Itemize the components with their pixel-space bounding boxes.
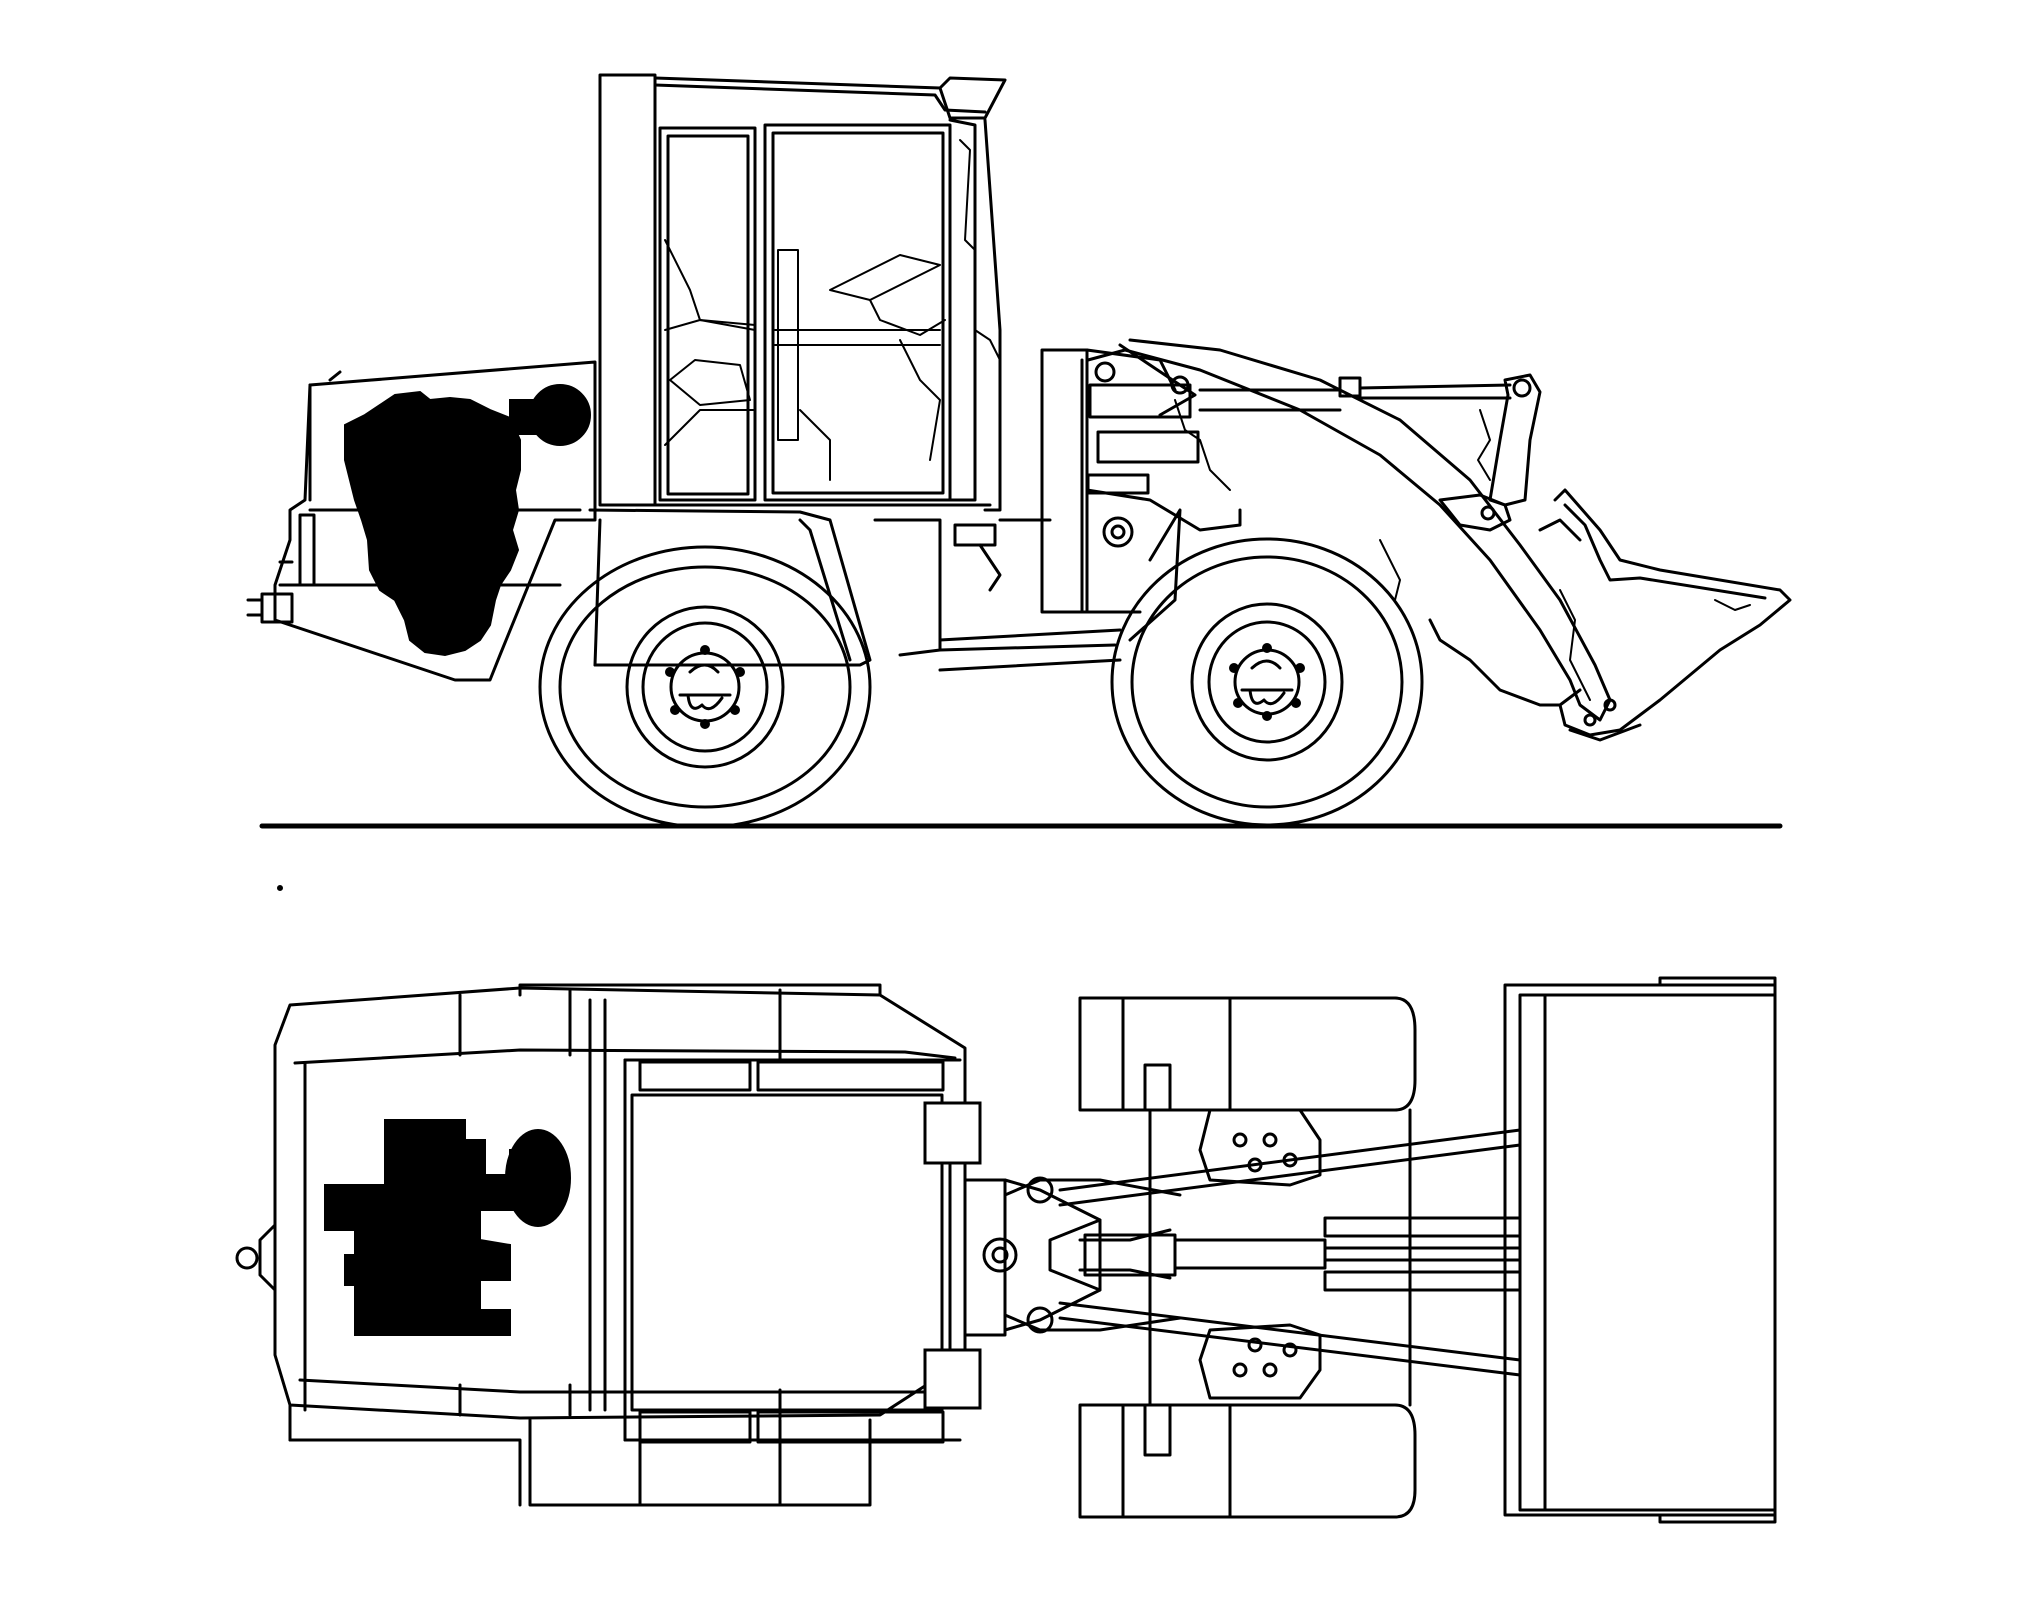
engine-side	[344, 384, 591, 657]
side-view	[246, 73, 1792, 829]
engine-top	[324, 1119, 571, 1336]
axle-brackets	[1198, 1108, 1322, 1400]
middle-frame	[588, 508, 1122, 672]
front-tyres	[1078, 996, 1417, 1519]
bucket	[1428, 488, 1792, 742]
rear-wheel	[538, 545, 872, 829]
speck	[277, 885, 283, 891]
front-wheel	[1110, 537, 1424, 827]
top-view	[235, 885, 1777, 1524]
rear-body-top	[235, 983, 967, 1507]
bucket-top	[1503, 976, 1777, 1524]
front-frame	[1040, 348, 1242, 642]
boom-arm	[1086, 338, 1612, 722]
articulation-joint	[923, 1101, 1182, 1410]
cab-roof	[630, 1093, 944, 1412]
cab	[598, 73, 1007, 512]
boom-arms-top	[1048, 1128, 1522, 1377]
